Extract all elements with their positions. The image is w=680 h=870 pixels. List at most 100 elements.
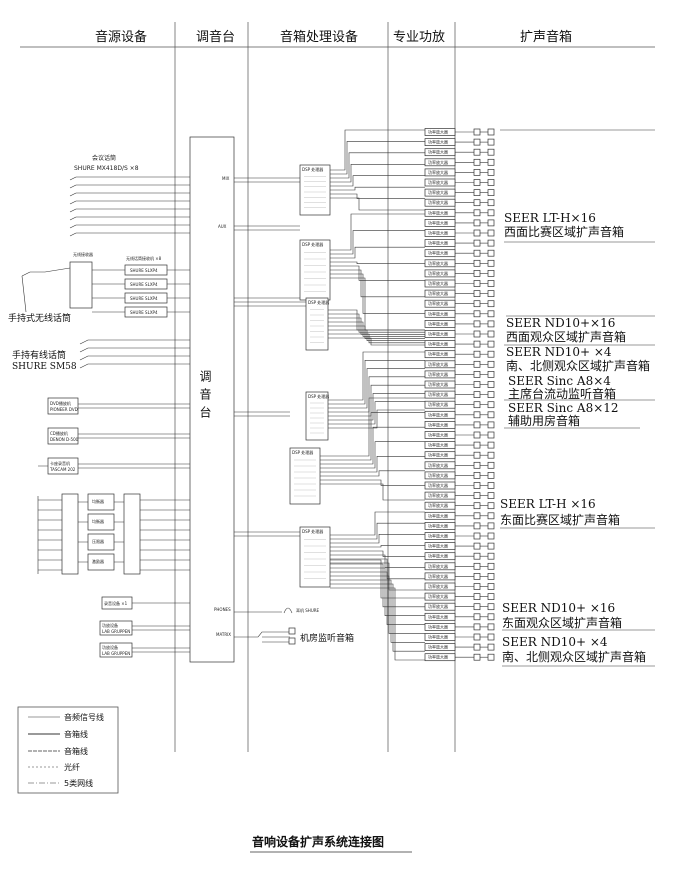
speaker-icon xyxy=(487,461,495,469)
speaker-icon xyxy=(487,158,495,166)
conference-mic-line xyxy=(69,184,190,189)
dsp-to-amp-line xyxy=(330,587,425,661)
speaker-icon xyxy=(487,350,495,358)
handheld-wireless-mic-icon xyxy=(21,275,27,313)
speaker-icon xyxy=(487,300,495,308)
amplifier-label: 功率放大器 xyxy=(428,290,448,296)
amplifier-label: 功率放大器 xyxy=(428,189,448,195)
dsp-to-amp-line xyxy=(328,333,425,344)
conference-mic-line xyxy=(69,232,190,237)
mixer-box xyxy=(189,136,235,663)
speaker-icon xyxy=(473,259,481,267)
speaker-icon xyxy=(487,532,495,540)
speaker-icon xyxy=(473,310,481,318)
speaker-icon xyxy=(473,461,481,469)
speaker-icon xyxy=(487,169,495,176)
amplifier-label: 功率放大器 xyxy=(428,411,448,417)
amplifier-label: 功率放大器 xyxy=(428,603,448,609)
eq-2-label: 均衡器 xyxy=(92,518,104,524)
amp-b-box xyxy=(99,642,133,658)
amplifier-label: 功率放大器 xyxy=(428,472,448,478)
wireless-group: 无线接收器 无线话筒接收机 ×8 SHURE SLXP4 SHURE SLXP4… xyxy=(8,251,190,324)
speaker-icon xyxy=(487,320,495,328)
amplifier-label: 功率放大器 xyxy=(428,159,448,165)
amplifier-column: 功率放大器功率放大器功率放大器功率放大器功率放大器功率放大器功率放大器功率放大器… xyxy=(424,128,474,662)
speaker-icon xyxy=(487,310,495,318)
speaker-icon xyxy=(487,492,495,499)
speaker-group-3-model: SEER ND10+ ×4 xyxy=(506,345,612,359)
dsp-to-amp-line xyxy=(320,426,425,465)
conference-mic-line xyxy=(69,216,190,221)
monitor-speaker-2 xyxy=(288,637,296,645)
dvd-label: DVD播放机 xyxy=(50,400,71,406)
dsp-to-amp-line xyxy=(328,325,425,339)
speaker-icon xyxy=(487,512,495,520)
dsp-box xyxy=(305,297,329,351)
dsp-to-amp-line xyxy=(320,470,425,477)
speaker-icon xyxy=(487,421,495,429)
speaker-icon xyxy=(487,633,495,641)
dsp-to-amp-line xyxy=(330,579,425,643)
dsp-to-amp-line xyxy=(330,163,425,183)
dsp-to-amp-line xyxy=(328,351,425,401)
speaker-icon xyxy=(487,290,495,297)
speaker-group-8-area: 南、北侧观众区域扩声音箱 xyxy=(502,649,646,664)
speaker-icon xyxy=(487,371,495,378)
monitor-group: 耳机 SHURE 机房监听音箱 xyxy=(283,607,354,645)
amplifier-label: 功率放大器 xyxy=(428,381,448,387)
amplifier-label: 功率放大器 xyxy=(428,391,448,397)
wireless-channel-label: 无线话筒接收机 ×8 xyxy=(126,255,162,261)
speaker-group-2-model: SEER ND10+×16 xyxy=(506,316,615,330)
conference-mic-line xyxy=(69,200,190,205)
dsp-to-amp-line xyxy=(330,141,425,175)
speaker-icon xyxy=(487,472,495,479)
speaker-icon xyxy=(473,229,481,237)
dsp-to-amp-line xyxy=(320,412,425,461)
dsp-box xyxy=(299,239,331,301)
dsp-to-amp-line xyxy=(330,545,425,548)
amplifier-label: 功率放大器 xyxy=(428,522,448,528)
dsp-to-amp-line xyxy=(330,511,425,536)
dsp-to-amp-line xyxy=(320,455,425,473)
amp-a-model: LAB GRUPPEN xyxy=(102,629,130,634)
playback-group: DVD播放机 PIONEER DVD CD播放机 DENON D-500 卡座录… xyxy=(38,397,190,475)
amplifier-label: 功率放大器 xyxy=(428,300,448,306)
speaker-icon xyxy=(473,451,481,459)
speaker-icon xyxy=(473,290,481,297)
speaker-group-7-model: SEER ND10+ ×16 xyxy=(502,601,615,615)
patch-right xyxy=(123,493,141,575)
amplifier-label: 功率放大器 xyxy=(428,613,448,619)
dsp-to-amp-line xyxy=(330,175,425,187)
port-aux: AUX xyxy=(218,224,227,229)
dsp-to-amp-line xyxy=(330,571,425,625)
dsp-to-amp-line xyxy=(330,213,425,251)
wireless-model-4: SHURE SLXP4 xyxy=(130,310,158,315)
speaker-icon xyxy=(487,593,495,600)
amplifier-label: 功率放大器 xyxy=(428,492,448,498)
legend-fiber: 光纤 xyxy=(64,762,80,772)
speaker-icon xyxy=(473,219,481,227)
recorder-label: 录音设备 ×1 xyxy=(104,600,128,606)
dsp-to-amp-line xyxy=(328,368,425,409)
speaker-icon xyxy=(473,633,481,641)
speaker-icon xyxy=(473,128,481,136)
amplifier-label: 功率放大器 xyxy=(428,482,448,488)
speaker-icon xyxy=(473,421,481,429)
port-mix: MIX xyxy=(222,176,230,181)
speaker-group-4-area: 主席台流动监听音箱 xyxy=(508,386,616,401)
amplifier-label: 功率放大器 xyxy=(428,219,448,225)
cd-box xyxy=(47,427,79,445)
speaker-icon xyxy=(487,451,495,459)
speaker-icon xyxy=(487,583,495,590)
speaker-icon xyxy=(487,179,495,186)
dsp-to-amp-line xyxy=(330,152,425,179)
legend-box xyxy=(17,706,119,794)
dsp-to-amp-line xyxy=(330,533,425,544)
speaker-icon xyxy=(473,643,481,651)
conference-mic-line xyxy=(69,192,190,197)
amplifier-label: 功率放大器 xyxy=(428,310,448,316)
speaker-icon xyxy=(473,280,481,287)
speaker-icon xyxy=(473,249,481,257)
